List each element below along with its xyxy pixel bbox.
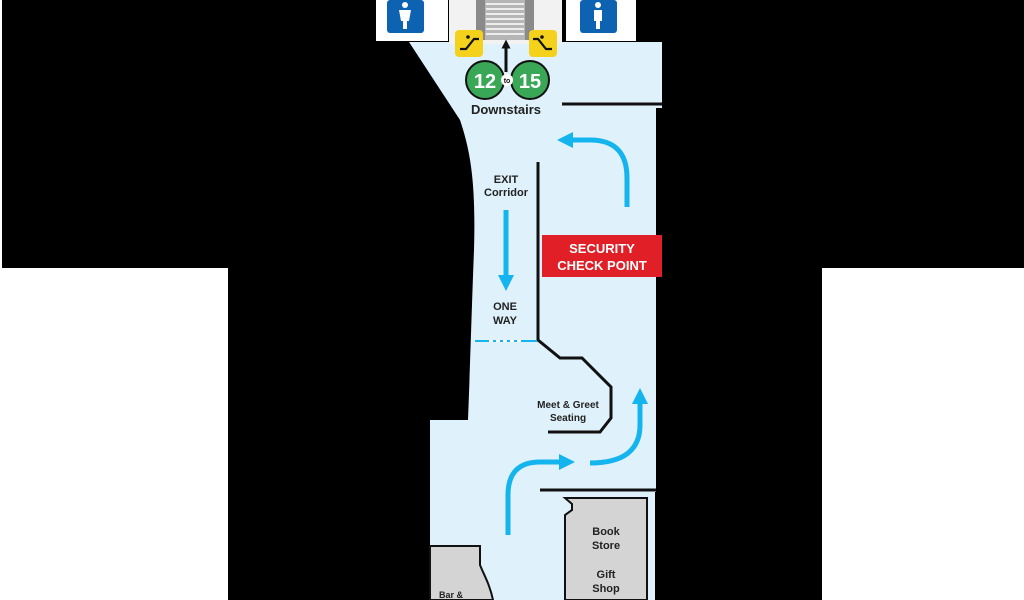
escalator-icon (533, 37, 552, 51)
route-arrows (497, 131, 649, 535)
book-gift-store: Book Store Gift Shop (562, 497, 648, 600)
downstairs-label: Downstairs (471, 102, 541, 117)
bar-label: Bar & (439, 590, 464, 600)
exit-corridor-label: EXIT (494, 174, 519, 186)
person-icon (399, 2, 411, 29)
walls (536, 102, 662, 492)
exit-corridor-label-2: Corridor (484, 187, 529, 199)
book-store-label-2: Store (592, 540, 620, 552)
book-store-label: Book (592, 526, 620, 538)
escalator-icon (460, 37, 479, 51)
meet-greet-label-2: Seating (550, 413, 586, 424)
arrow-icon (505, 453, 576, 535)
person-icon (594, 2, 602, 29)
meet-greet-label: Meet & Greet (537, 400, 599, 411)
gift-shop-label: Gift (597, 569, 616, 581)
gate-from-label: 12 (474, 71, 496, 93)
security-label: SECURITY (569, 241, 635, 256)
escalator-up-badge (455, 30, 483, 57)
gift-shop-label-2: Shop (592, 583, 620, 595)
gate-to-label: 15 (519, 71, 541, 93)
restroom-sign-right (580, 0, 617, 33)
check-point-label: CHECK POINT (557, 258, 647, 273)
escalator-down-badge (529, 30, 557, 57)
gate-range-word: to (504, 78, 511, 85)
restroom-sign-left (387, 0, 424, 33)
one-way-label-2: WAY (493, 315, 518, 327)
gate-range-badge: 12 15 to (465, 60, 550, 100)
one-way-label: ONE (493, 301, 517, 313)
arrow-icon (589, 387, 649, 466)
security-check-point-badge: SECURITY CHECK POINT (542, 235, 662, 277)
arrow-icon (556, 131, 630, 207)
